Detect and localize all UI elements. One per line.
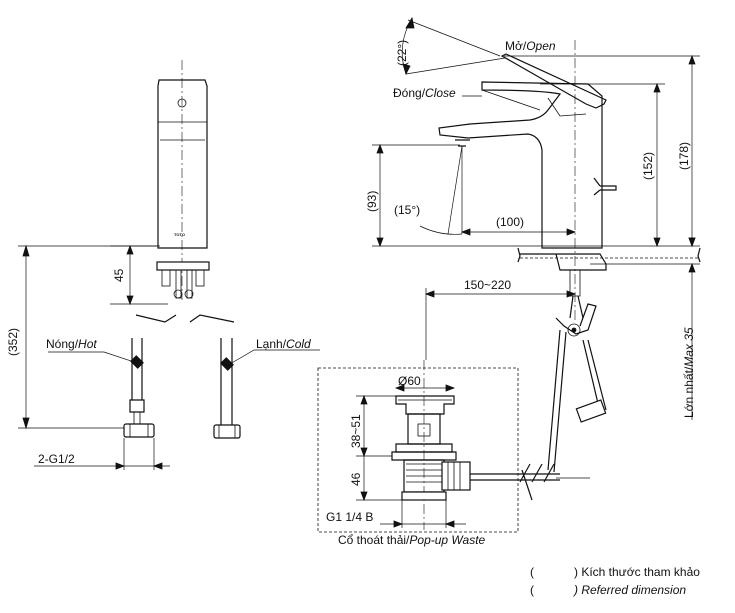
legend-paren-1: ( bbox=[530, 565, 534, 579]
cold-label: Lạnh/Cold bbox=[256, 337, 311, 351]
legend-paren-2: ( bbox=[530, 583, 534, 597]
brand-logo: TOTO bbox=[174, 232, 185, 237]
pop-up-waste-detail bbox=[317, 360, 519, 533]
pop-up-dimensions: Ø60 38~51 46 G1 1/4 B Cổ thoát thải/Pop-… bbox=[326, 374, 486, 547]
open-label: Mở/Open bbox=[505, 39, 556, 53]
dim-46: 46 bbox=[349, 472, 363, 486]
dim-100: (100) bbox=[496, 215, 524, 229]
dim-152: (152) bbox=[641, 152, 655, 180]
front-view: TOTO bbox=[123, 60, 241, 439]
side-view bbox=[438, 40, 701, 501]
side-view-dimensions: (22°) Mở/Open Đóng/Close (93) (15°) (100… bbox=[365, 16, 700, 420]
legend-reference-vi: ) Kích thước tham khảo bbox=[574, 565, 700, 579]
hot-label: Nóng/Hot bbox=[46, 337, 97, 351]
pop-up-waste-label: Cổ thoát thải/Pop-up Waste bbox=[338, 533, 486, 547]
dim-45: 45 bbox=[112, 268, 126, 282]
dim-178: (178) bbox=[677, 142, 691, 170]
dim-38-51: 38~51 bbox=[349, 414, 363, 448]
dim-93: (93) bbox=[365, 191, 379, 212]
legend-reference-en: ) Referred dimension bbox=[572, 583, 686, 597]
front-view-dimensions: (352) 45 2-G1/2 Nóng/Hot Lạnh/Cold bbox=[6, 244, 320, 470]
dim-22deg: (22°) bbox=[395, 40, 409, 66]
thread-supply-label: 2-G1/2 bbox=[38, 452, 75, 466]
thread-waste-label: G1 1/4 B bbox=[326, 510, 373, 524]
dim-352: (352) bbox=[6, 328, 20, 356]
legend: ( ) Kích thước tham khảo ( ) Referred di… bbox=[530, 565, 700, 597]
dim-15deg: (15°) bbox=[394, 203, 420, 217]
dim-150-220: 150~220 bbox=[464, 278, 511, 292]
dim-diameter-60: Ø60 bbox=[398, 374, 421, 388]
close-label: Đóng/Close bbox=[393, 86, 456, 100]
max-thickness-label: Lớn nhất/Max 35 bbox=[682, 327, 696, 418]
